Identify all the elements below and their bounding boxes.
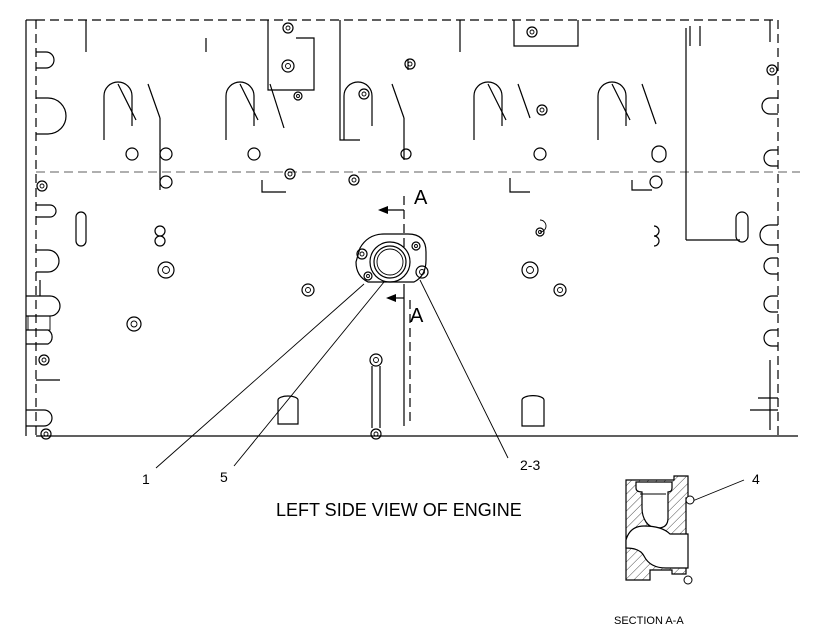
cylinder-4-features	[473, 81, 547, 233]
left-edge-profile	[26, 51, 67, 427]
cylinder-3-features	[343, 60, 409, 160]
right-edge-profile	[685, 28, 778, 430]
cylinder-5-features	[597, 81, 667, 247]
section-cut-marker-top: A	[378, 187, 428, 214]
engine-block-outline	[25, 19, 800, 437]
central-cover-assembly	[355, 196, 429, 426]
leader-lines	[155, 279, 745, 503]
cylinder-2-features	[225, 81, 286, 193]
section-marker-label-bottom: A	[410, 305, 424, 327]
callout-2-3-label: 2-3	[520, 457, 540, 473]
section-marker-label-top: A	[414, 187, 428, 209]
section-title: SECTION A-A	[614, 615, 684, 627]
callout-1-label: 1	[142, 471, 150, 487]
top-edge-features	[85, 20, 771, 141]
bolt-holes	[36, 22, 778, 440]
view-title: LEFT SIDE VIEW OF ENGINE	[276, 500, 522, 520]
callout-5-label: 5	[220, 469, 228, 485]
cylinder-1-features	[75, 81, 166, 247]
section-a-a-detail	[625, 475, 695, 585]
section-cut-marker-bottom: A	[386, 294, 424, 327]
callout-4-label: 4	[752, 471, 760, 487]
lower-features	[277, 366, 545, 428]
